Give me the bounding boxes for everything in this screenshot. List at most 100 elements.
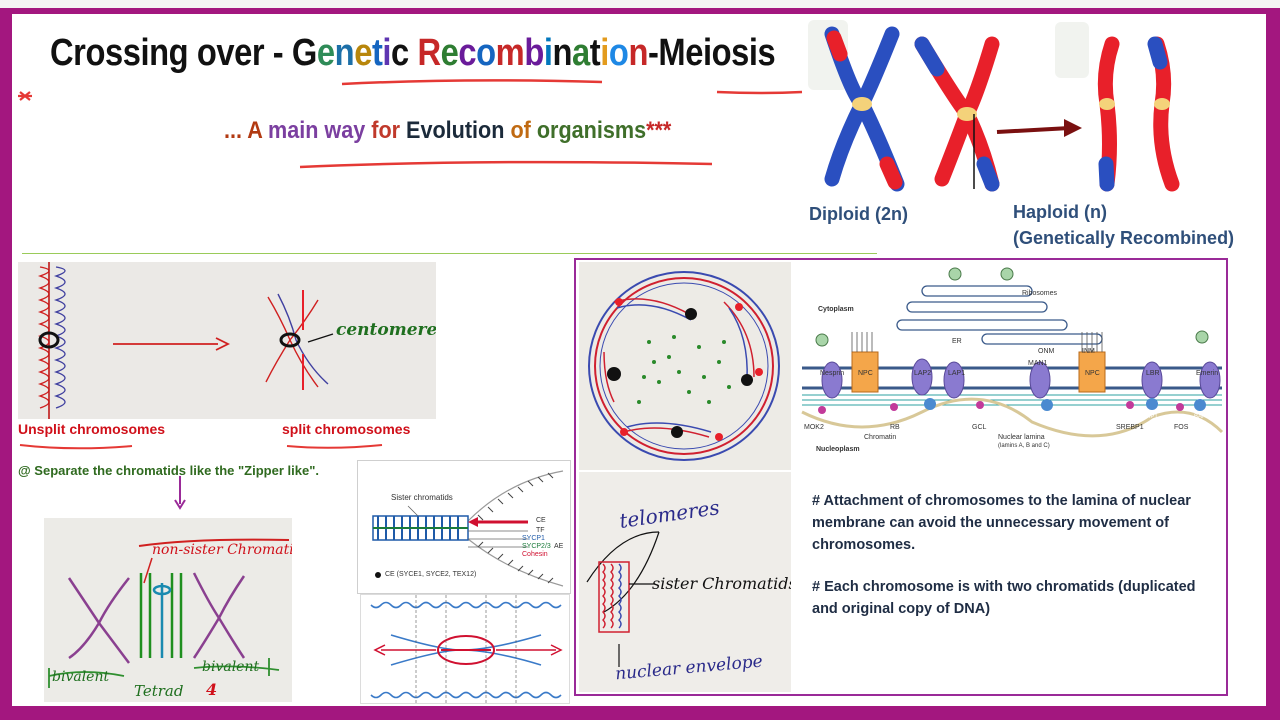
cytoplasm-text: Cytoplasm [818,306,854,313]
subtitle-segment: main way [268,117,372,144]
sister-chromatids-text: Sister chromatids [391,493,453,502]
tf-text: TF [536,527,545,534]
title-segment: i [382,32,392,74]
title-underlines [18,79,803,169]
title-segment: R [417,32,441,74]
title-segment: n [552,32,573,74]
mok2-text: MOK2 [804,424,824,431]
subtitle-segment: *** [646,117,672,144]
callout-box-right [1055,22,1089,78]
title-segment: a [572,32,590,74]
title-segment: n [334,32,355,74]
chromosome-illustration [824,26,1180,192]
membrane-diagram: Ribosomes Cytoplasm ER ONM INM Nesprin N… [801,262,1224,462]
note-attachment: # Attachment of chromosomes to the lamin… [812,493,1191,553]
tetrad-number: 4 [206,680,218,699]
nucleus-drawing [588,271,780,461]
gcl-text: GCL [972,424,987,431]
top-strip [0,0,1280,8]
ribosomes-text: Ribosomes [1022,290,1058,297]
label-underlines [19,444,383,450]
zipper-label: @ Separate the chromatids like the "Zipp… [18,463,319,478]
subtitle: ... A main way for Evolution of organism… [224,117,671,145]
emerin-text: Emerin [1196,370,1219,377]
baf-text-1: BAF [924,414,936,420]
membrane-drawing [801,267,1224,438]
tetrad-photo: non-sister Chromatids bivalent bivalent … [44,518,292,702]
tetrad-handwritten: Tetrad [134,682,184,700]
srebp1-text: SREBP1 [1116,424,1144,431]
title-segment: t [589,32,601,74]
onm-text: ONM [1038,348,1055,355]
diploid-label: Diploid (2n) [809,204,908,224]
er-text: ER [952,338,962,345]
recombined-label: (Genetically Recombined) [1013,228,1235,248]
title-segment: c [391,32,418,74]
title-segment: n [628,32,648,74]
bivalent-left-handwritten: bivalent [52,669,110,685]
subtitle-segment: of [510,117,537,144]
subtitle-segment: Evolution [406,117,511,144]
split-label: split chromosomes [282,421,411,437]
slide: Crossing over - Genetic Recombination-Me… [12,14,1266,706]
tetrad-drawing [48,538,290,688]
unsplit-label: Unsplit chromosomes [18,421,166,437]
title-segment: G [291,32,317,74]
nuclear-envelope-drawing [586,531,660,667]
divider-line [22,253,877,254]
title-segment: Crossing over - [50,32,292,74]
title-segment: e [316,32,335,74]
slide-title: Crossing over - Genetic Recombination-Me… [50,32,776,75]
title-segment: t [371,32,383,74]
subtitle-segment: organisms [536,117,647,144]
ce-legend-text: CE (SYCE1, SYCE2, TEX12) [385,571,477,578]
title-segment: e [440,32,459,74]
pairing-drawing [370,595,563,703]
lbr-text: LBR [1146,370,1160,377]
baf-text-2: BAF [1041,414,1053,420]
synaptonemal-drawing [372,470,564,587]
lamina-text: Nuclear lamina [998,434,1045,441]
baf-text-3: BAF [1194,414,1206,420]
nucleoplasm-text: Nucleoplasm [816,446,860,453]
nuclear-envelope-photo: telomeres sister Chromatids nuclear enve… [579,472,791,692]
lap2-text: LAP2 [914,370,932,377]
hp1-text: HP1 [1146,414,1158,420]
centromere-handwritten: centomere [336,320,436,340]
ce-text: CE [536,517,546,524]
unsplit-split-drawing [37,262,334,419]
title-segment: c [458,32,477,74]
nucleus-drawing-photo [579,262,791,470]
nesprin-text: Nesprin [820,370,845,377]
sycp23-text: SYCP2/3 [522,543,551,550]
title-segment: o [476,32,496,74]
sycp1-text: SYCP1 [522,535,545,542]
inm-text: INM [1082,348,1095,355]
subtitle-segment: ... A [224,117,269,144]
note-chromatids: # Each chromosome is with two chromatids… [812,579,1196,617]
title-segment: e [354,32,372,74]
man1-text: MAN1 [1028,360,1048,367]
npc-left-text: NPC [858,370,873,377]
haploid-label: Haploid (n) [1013,202,1107,222]
bivalent-right-handwritten: bivalent [202,659,260,675]
chromatin-text: Chromatin [864,434,897,441]
down-arrow [174,476,186,510]
unsplit-split-photo: centomere [18,262,436,419]
pairing-diagram [360,594,570,704]
ae-text: AE [554,543,564,550]
npc-right-text: NPC [1085,370,1100,377]
rb-text: RB [890,424,900,431]
title-segment: i [543,32,553,74]
lap1-text: LAP1 [948,370,966,377]
sister-chromatids-handwritten: sister Chromatids [652,574,791,593]
title-segment: o [608,32,629,74]
non-sister-handwritten: non-sister Chromatids [152,542,292,558]
fos-text: FOS [1174,424,1189,431]
synaptonemal-diagram: Sister chromatids CE TF SYCP1 SYCP2/3 Co… [357,460,571,594]
title-segment: m [495,32,525,74]
lamins-text: (lamins A, B and C) [998,443,1050,449]
subtitle-segment: for [371,117,407,144]
title-segment: i [600,32,609,74]
cohesin-text: Cohesin [522,551,548,558]
